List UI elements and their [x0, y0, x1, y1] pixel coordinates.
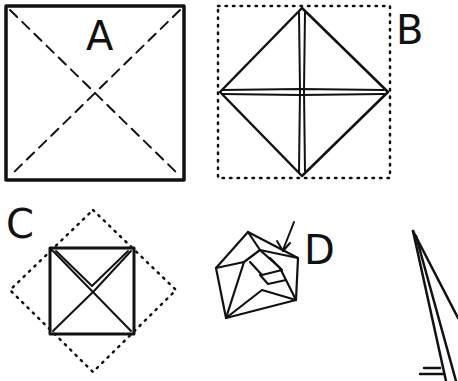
folded-square — [50, 248, 134, 334]
paper-square — [6, 6, 184, 180]
valley-fold-lines — [10, 10, 180, 176]
step-letter: B — [396, 10, 423, 50]
step-letter: C — [6, 204, 34, 244]
next-step-figure — [413, 231, 458, 381]
original-outline — [218, 6, 390, 178]
corner-edges — [222, 12, 384, 172]
push-arrow — [277, 222, 294, 251]
step-letter: D — [304, 230, 335, 270]
corner-edges — [53, 251, 131, 331]
folded-diamond — [220, 8, 388, 176]
diamond-outline — [10, 210, 176, 372]
step-letter: A — [86, 16, 113, 56]
